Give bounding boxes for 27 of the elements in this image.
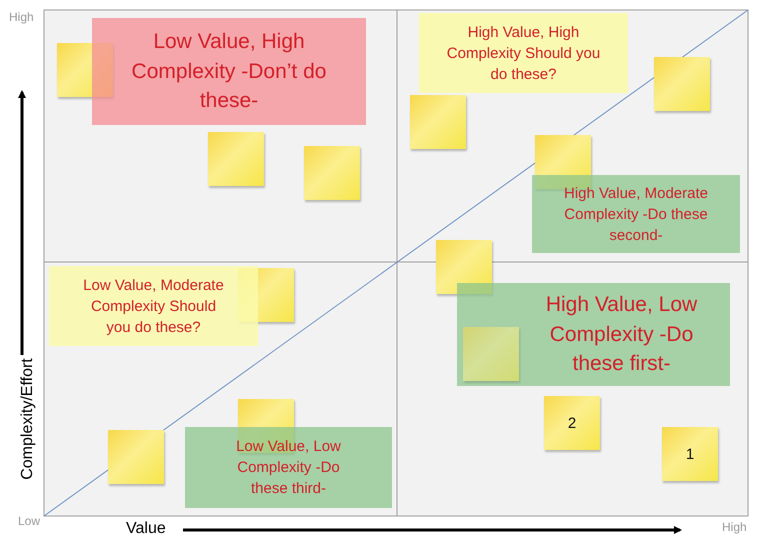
quadrant-label-box [49, 266, 258, 346]
sticky-note [662, 427, 718, 481]
note-number: 1 [686, 446, 694, 462]
sticky-note [108, 430, 164, 484]
note-number: 2 [568, 414, 576, 432]
sticky-note [410, 95, 466, 149]
sticky-note [304, 146, 360, 200]
quadrant-label-box [532, 175, 740, 253]
sticky-note [654, 57, 710, 111]
quadrant-label: High Value, Moderate Complexity -Do these second- [563, 184, 709, 246]
quadrant-label: High Value, Low Complexity -Do these first- [544, 292, 698, 378]
axis-high-label: High [9, 10, 34, 24]
y-axis-title: Complexity/Effort [19, 357, 37, 482]
axis-high-label: High [722, 520, 747, 534]
quadrant-label: Low Value, Low Complexity -Do these third- [235, 437, 342, 499]
sticky-note [544, 396, 600, 450]
x-axis-title: Value [126, 520, 166, 538]
quadrant-label: Low Value, Moderate Complexity Should you do these? [82, 276, 225, 338]
quadrant-label-box [419, 13, 628, 93]
quadrant-label-box [92, 18, 366, 125]
quadrant-label-box [185, 427, 392, 508]
quadrant-label: Low Value, High Complexity -Don’t do these- [130, 29, 328, 114]
sticky-note [463, 327, 519, 381]
quadrant-label: High Value, High Complexity Should you do these? [446, 22, 602, 84]
sticky-note [208, 132, 264, 186]
axis-low-label: Low [18, 514, 40, 528]
quadrant-label-box [457, 283, 730, 386]
